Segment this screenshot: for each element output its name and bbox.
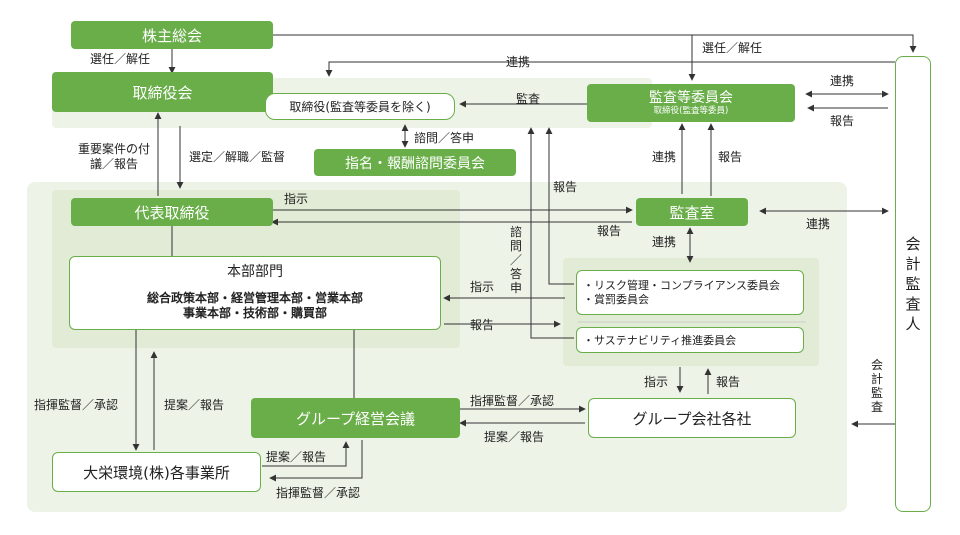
label-report-to-president: 報告 — [597, 224, 622, 238]
label-propose-companies: 提案／報告 — [484, 430, 545, 444]
board-of-directors-box: 取締役会 — [52, 72, 273, 112]
group-companies-box: グループ会社各社 — [588, 398, 796, 438]
label-supervise-companies: 指揮監督／承認 — [470, 394, 555, 408]
label-report-auditor: 報告 — [830, 114, 855, 128]
headquarters-line-1: 総合政策本部・経営管理本部・営業本部 — [146, 291, 363, 305]
representative-director-box: 代表取締役 — [71, 198, 273, 226]
accounting-auditor-label: 会計監査人 — [905, 235, 921, 333]
label-supervise-meeting: 指揮監督／承認 — [276, 486, 361, 500]
label-audit: 監査 — [516, 92, 541, 106]
sustainability-committee-box: ・サステナビリティ推進委員会 — [576, 327, 804, 353]
label-propose-meeting: 提案／報告 — [266, 450, 327, 464]
label-cooperate-office-left: 連携 — [652, 150, 677, 164]
risk-committee-line-2: ・賞罰委員会 — [583, 292, 649, 306]
label-report-hq: 報告 — [470, 318, 495, 332]
risk-compliance-committee-box: ・リスク管理・コンプライアンス委員会 ・賞罰委員会 — [576, 270, 804, 315]
headquarters-line-2: 事業本部・技術部・購買部 — [182, 306, 327, 320]
label-instruct-companies: 指示 — [644, 375, 669, 389]
audit-office-box: 監査室 — [636, 198, 748, 226]
label-cooperate-auditor: 連携 — [830, 74, 855, 88]
label-consult-vertical: 諮問／答申 — [509, 225, 522, 295]
business-offices-box: 大栄環境(株)各事業所 — [52, 452, 261, 492]
headquarters-box: 本部部門 総合政策本部・経営管理本部・営業本部 事業本部・技術部・購買部 — [69, 256, 441, 330]
label-cooperate-office-auditor: 連携 — [806, 217, 831, 231]
label-instruct-hq: 指示 — [470, 280, 495, 294]
label-supervise-offices: 指揮監督／承認 — [34, 398, 119, 412]
audit-committee-title: 監査等委員会 — [649, 90, 733, 106]
shareholders-meeting-box: 株主総会 — [71, 21, 273, 49]
label-instruct-office: 指示 — [284, 192, 309, 206]
nomination-compensation-committee-box: 指名・報酬諮問委員会 — [314, 149, 516, 176]
label-cooperate-office-committees: 連携 — [652, 235, 677, 249]
headquarters-title: 本部部門 — [227, 264, 283, 280]
label-elect-board: 選任／解任 — [90, 52, 151, 66]
group-management-meeting-box: グループ経営会議 — [251, 398, 460, 438]
label-accounting-audit: 会計監査 — [870, 358, 883, 414]
directors-excluding-audit-box: 取締役(監査等委員を除く) — [265, 93, 455, 120]
label-report-office-right: 報告 — [718, 150, 743, 164]
audit-committee-subtitle: 取締役(監査等委員) — [653, 106, 729, 116]
label-report-companies: 報告 — [716, 375, 741, 389]
audit-committee-box: 監査等委員会 取締役(監査等委員) — [587, 84, 795, 122]
label-cooperate-top: 連携 — [506, 55, 531, 69]
label-consult-nomination: 諮問／答申 — [414, 131, 475, 145]
label-elect-audit: 選任／解任 — [702, 41, 763, 55]
label-report-committees: 報告 — [553, 180, 578, 194]
label-propose-offices: 提案／報告 — [164, 398, 225, 412]
risk-committee-line-1: ・リスク管理・コンプライアンス委員会 — [583, 278, 781, 292]
accounting-auditor-box: 会計監査人 — [895, 56, 931, 512]
label-important-matters: 重要案件の付議／報告 — [77, 142, 150, 171]
label-select-dismiss-supervise: 選定／解職／監督 — [189, 150, 286, 164]
